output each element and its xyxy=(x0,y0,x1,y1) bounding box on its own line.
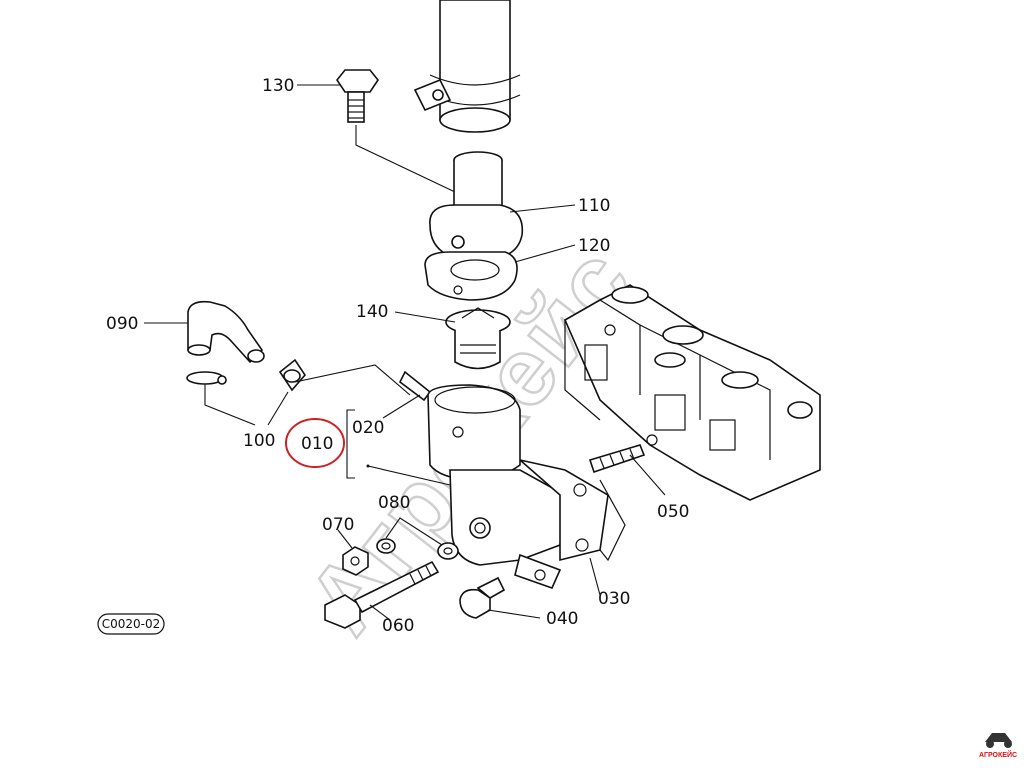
figure-code: C0020-02 xyxy=(102,617,161,631)
logo-text: АГРОКЕЙС xyxy=(979,750,1017,759)
part-030-gasket xyxy=(599,479,626,562)
label-030: 030 xyxy=(598,589,630,609)
figure-code-badge: C0020-02 xyxy=(97,613,165,635)
part-110-thermostat-cover xyxy=(429,151,524,259)
part-140-thermostat xyxy=(445,307,511,370)
label-140: 140 xyxy=(356,302,388,322)
label-020: 020 xyxy=(352,418,384,438)
label-060: 060 xyxy=(382,616,414,636)
part-050-stud xyxy=(588,444,666,496)
label-090: 090 xyxy=(106,314,138,334)
part-070-nut xyxy=(337,529,369,576)
part-080-washer xyxy=(376,517,459,560)
part-040-bolt xyxy=(459,576,541,619)
leader-030 xyxy=(589,557,601,596)
engine-block xyxy=(563,284,821,501)
callout-labels: 130 110 120 140 090 100 020 010 080 070 … xyxy=(106,76,689,636)
callout-bracket-010 xyxy=(346,394,451,486)
label-100: 100 xyxy=(243,431,275,451)
hose-routing-line xyxy=(294,364,411,396)
leader-120 xyxy=(514,244,576,263)
label-130: 130 xyxy=(262,76,294,96)
part-010-water-flange xyxy=(398,370,609,589)
part-130-bolt xyxy=(336,69,456,193)
brand-logo: АГРОКЕЙС xyxy=(979,733,1017,759)
label-050: 050 xyxy=(657,502,689,522)
part-120-gasket xyxy=(424,251,518,301)
label-010: 010 xyxy=(301,434,333,454)
highlight-circle-010 xyxy=(285,418,345,468)
label-040: 040 xyxy=(546,609,578,629)
leader-110 xyxy=(509,204,576,213)
part-090-hose xyxy=(187,300,265,364)
label-110: 110 xyxy=(578,196,610,216)
label-080: 080 xyxy=(378,493,410,513)
part-060-bolt xyxy=(324,560,440,629)
label-120: 120 xyxy=(578,236,610,256)
label-070: 070 xyxy=(322,515,354,535)
part-100-clamps xyxy=(186,358,307,426)
leader-140 xyxy=(394,311,456,323)
upper-hose xyxy=(413,0,521,133)
